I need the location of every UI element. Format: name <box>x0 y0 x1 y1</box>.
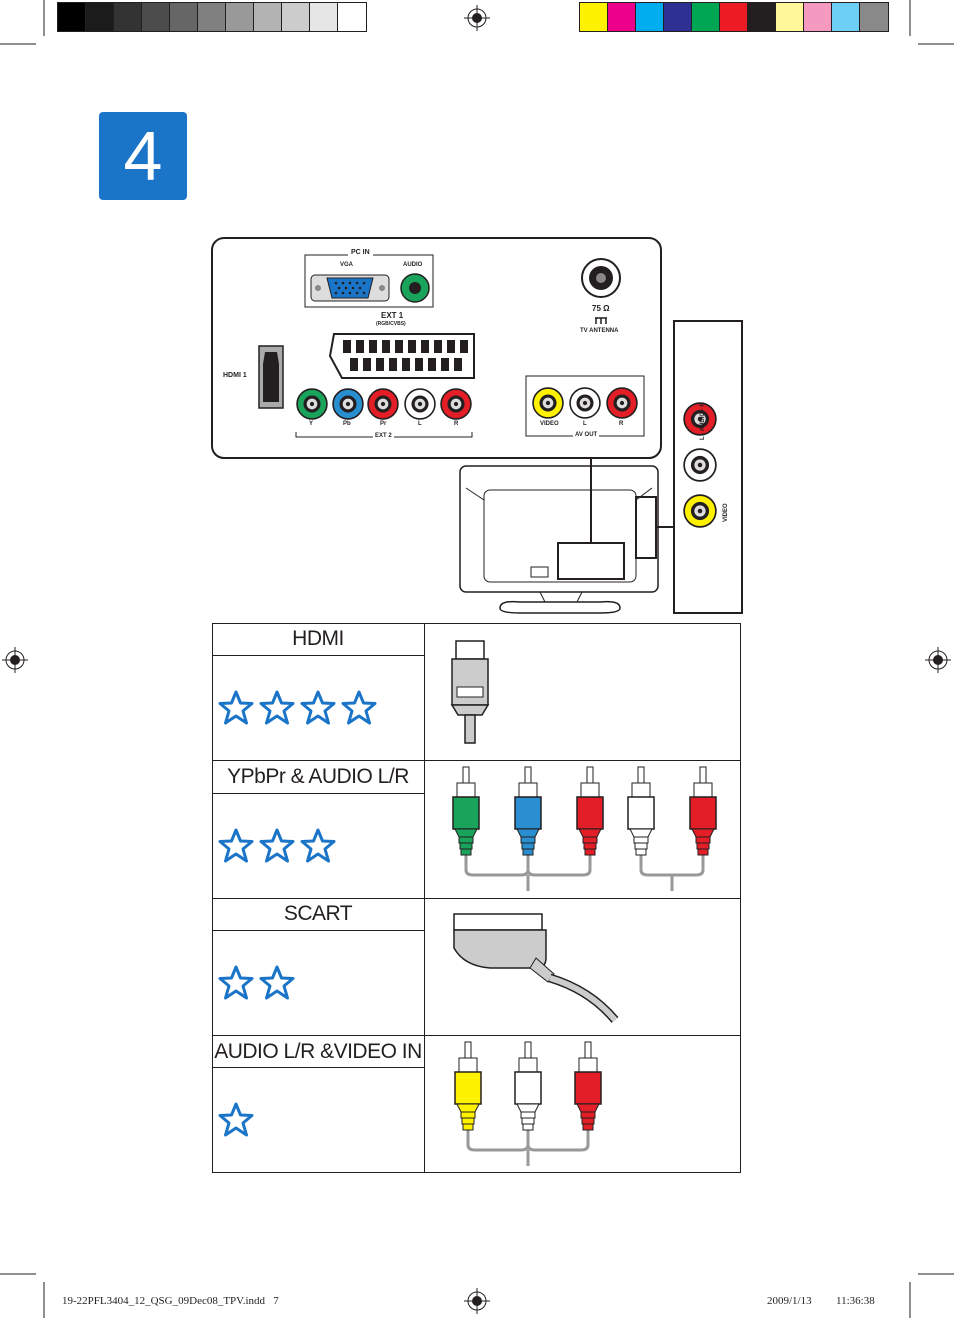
component-cable-icon <box>452 766 717 891</box>
av-out-label: AV OUT <box>573 432 600 438</box>
step-number-badge: 4 <box>99 112 187 200</box>
side-video-label: VIDEO <box>723 503 729 522</box>
registration-target-icon <box>2 647 28 673</box>
composite-cable-icon <box>454 1041 602 1166</box>
row-title-scart: SCART <box>283 902 353 925</box>
star-icon <box>300 828 336 863</box>
registration-target-icon <box>464 5 490 31</box>
ohm-label: 75 Ω <box>592 304 610 313</box>
ext1-label: EXT 1 <box>381 311 404 320</box>
row-title-ypbpr: YPbPr & AUDIO L/R <box>227 765 409 788</box>
table-divider <box>212 760 741 761</box>
row-title-av-in: AUDIO L/R &VIDEO IN <box>214 1040 422 1063</box>
table-divider <box>212 1035 741 1036</box>
pc-in-label: PC IN <box>348 249 373 256</box>
rating-stars <box>217 1102 258 1143</box>
star-icon <box>218 690 254 725</box>
ext2-jack-label: Pr <box>380 421 387 427</box>
grayscale-bar <box>57 2 367 32</box>
av-out-jack-label: L <box>583 421 587 427</box>
color-bar <box>579 2 889 32</box>
ext2-jack-label: R <box>454 421 459 427</box>
av-out-jack-label: VIDEO <box>540 421 559 427</box>
footer-date: 2009/1/13 <box>767 1295 812 1307</box>
star-icon <box>300 690 336 725</box>
audio-label: AUDIO <box>403 262 423 268</box>
ext1-sub-label: (RGB/CVBS) <box>376 321 406 327</box>
side-audio-label: L - AUDIO - R <box>700 402 706 440</box>
registration-target-icon <box>925 647 951 673</box>
star-icon <box>341 690 377 725</box>
table-divider <box>212 898 741 899</box>
rating-stars <box>217 828 340 869</box>
star-icon <box>259 965 295 1000</box>
av-out-jack-label: R <box>619 421 624 427</box>
star-icon <box>259 828 295 863</box>
registration-target-icon <box>464 1288 490 1314</box>
tv-antenna-label: TV ANTENNA <box>580 328 619 334</box>
star-icon <box>259 690 295 725</box>
ext2-jack-label: Y <box>309 421 314 427</box>
table-divider <box>212 793 424 794</box>
footer-file-name: 19-22PFL3404_12_QSG_09Dec08_TPV.indd 7 <box>62 1295 279 1307</box>
star-icon <box>218 965 254 1000</box>
ext2-jack-label: Pb <box>343 421 351 427</box>
table-divider <box>212 930 424 931</box>
rating-stars <box>217 965 299 1006</box>
footer-time: 11:36:38 <box>836 1295 875 1307</box>
scart-cable-icon <box>453 913 619 1023</box>
ext2-label: EXT 2 <box>373 433 394 439</box>
ext2-jack-label: L <box>418 421 422 427</box>
rating-stars <box>217 690 381 731</box>
vga-label: VGA <box>340 262 354 268</box>
tv-back-panel-diagram <box>211 237 743 614</box>
hdmi-cable-icon <box>450 640 490 744</box>
star-icon <box>218 1102 254 1137</box>
table-divider <box>212 655 424 656</box>
star-icon <box>218 828 254 863</box>
hdmi1-label: HDMI 1 <box>223 372 247 379</box>
table-divider <box>212 1067 424 1068</box>
row-title-hdmi: HDMI <box>292 627 344 650</box>
